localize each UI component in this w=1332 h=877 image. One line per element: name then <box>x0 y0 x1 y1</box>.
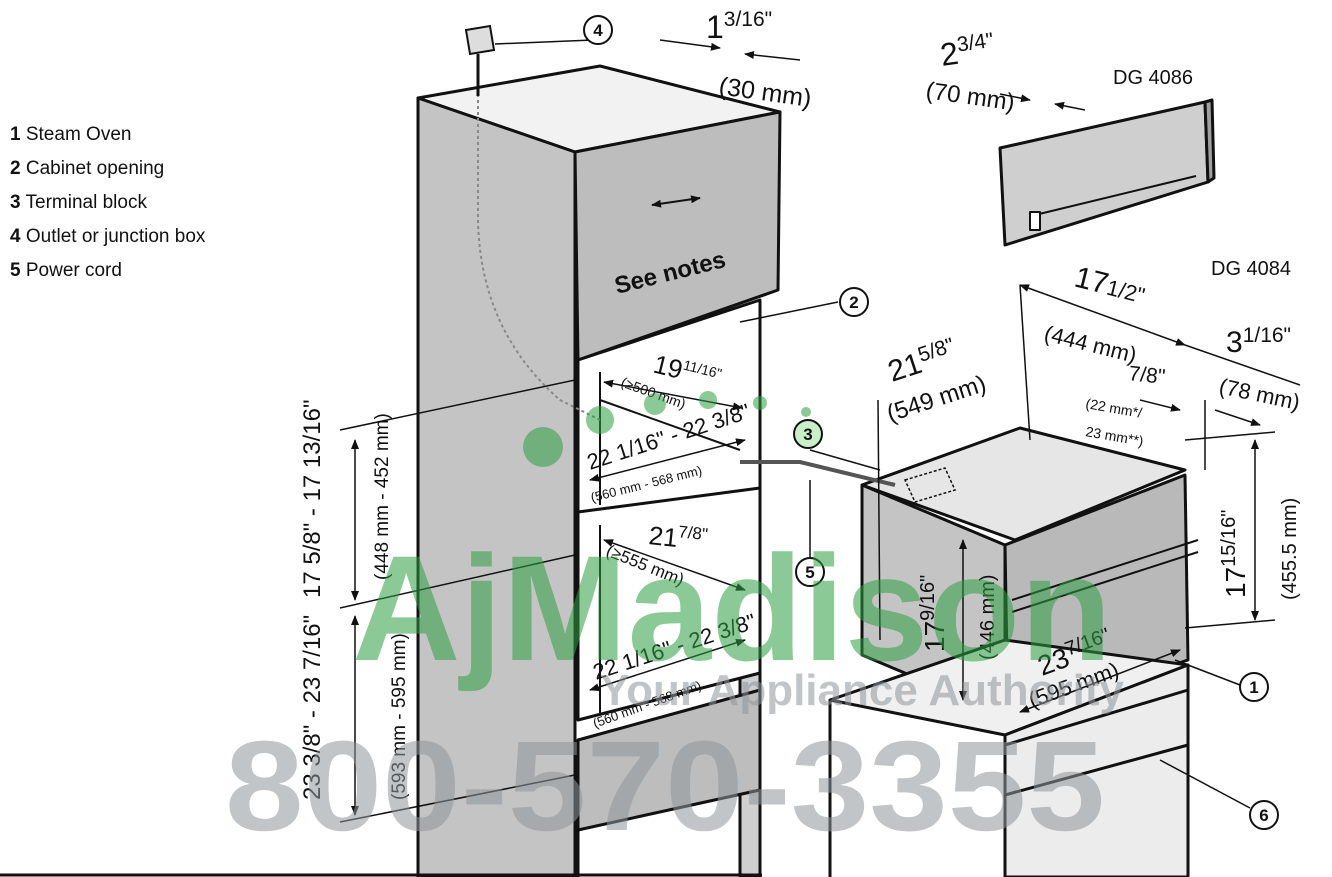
watermark-dots <box>523 391 811 467</box>
svg-text:(78 mm): (78 mm) <box>1217 373 1302 414</box>
legend: 1 Steam Oven 2 Cabinet opening 3 Termina… <box>10 124 205 294</box>
power-cord <box>740 460 896 487</box>
dim-lower-height: 23 3/8" - 23 7/16" (593 mm - 595 mm) <box>299 615 410 800</box>
svg-text:23 3/8" - 23 7/16": 23 3/8" - 23 7/16" <box>299 615 326 800</box>
legend-number: 1 <box>10 124 21 145</box>
legend-label: Power cord <box>25 260 122 281</box>
svg-text:17 5/8" - 17 13/16": 17 5/8" - 17 13/16" <box>299 399 326 598</box>
dim-front-thickness: 7/8" (22 mm*/ 23 mm**) <box>1084 362 1166 449</box>
terminal-block <box>903 467 957 503</box>
tall-cabinet <box>416 64 782 877</box>
svg-text:31/16": 31/16" <box>1226 324 1291 359</box>
svg-text:(70 mm): (70 mm) <box>924 77 1016 116</box>
svg-text:(455.5 mm): (455.5 mm) <box>1279 498 1301 600</box>
svg-text:4: 4 <box>593 21 603 40</box>
dim-side-offset: 31/16" (78 mm) <box>1217 324 1302 415</box>
svg-text:13/16": 13/16" <box>706 8 772 45</box>
legend-label: Outlet or junction box <box>25 226 206 247</box>
watermark: AjMadison Your Appliance Authority 800-5… <box>225 391 1124 858</box>
svg-text:2: 2 <box>849 293 858 312</box>
legend-item: 5 Power cord <box>10 260 205 281</box>
upper-door <box>573 110 782 362</box>
svg-text:(446 mm): (446 mm) <box>977 574 999 660</box>
legend-number: 5 <box>10 260 21 281</box>
model-dg4086: DG 4086 <box>1113 67 1193 89</box>
callout-1: 1 <box>1239 672 1269 702</box>
legend-label: Steam Oven <box>25 124 132 145</box>
cabinet-side-panel <box>416 96 577 877</box>
dimension-lines <box>339 39 1301 823</box>
power-cord-route <box>477 70 601 421</box>
dim-oven-body-height: 179/16" (446 mm) <box>917 574 999 660</box>
svg-text:217/8": 217/8" <box>647 519 709 556</box>
svg-text:6: 6 <box>1259 806 1268 825</box>
dim-oven-front-height: 1715/16" (455.5 mm) <box>1218 498 1301 600</box>
callout-6: 6 <box>1249 800 1279 830</box>
outlet-box <box>464 24 496 96</box>
callout-2: 2 <box>839 287 869 317</box>
dim-top-offset: 13/16" (30 mm) <box>706 8 813 113</box>
watermark-brand: AjMadison <box>352 524 1112 692</box>
legend-item: 4 Outlet or junction box <box>10 226 205 247</box>
legend-number: 3 <box>10 192 21 213</box>
callout-5: 5 <box>795 557 825 587</box>
svg-text:(22 mm*/: (22 mm*/ <box>1084 395 1143 421</box>
callout-3: 3 <box>793 419 823 449</box>
legend-item: 1 Steam Oven <box>10 124 205 145</box>
dim-oven-depth: 215/8" (549 mm) <box>884 334 990 428</box>
svg-text:1911/16": 1911/16" <box>651 349 724 395</box>
svg-text:1715/16": 1715/16" <box>1218 510 1251 598</box>
svg-text:7/8": 7/8" <box>1127 362 1166 389</box>
legend-label: Cabinet opening <box>25 158 165 179</box>
svg-text:179/16": 179/16" <box>917 575 950 652</box>
shelf-divider <box>577 486 761 514</box>
watermark-phone: 800-570-3355 <box>225 715 1105 858</box>
legend-label: Terminal block <box>25 192 147 213</box>
svg-text:(448 mm - 452 mm): (448 mm - 452 mm) <box>372 413 393 580</box>
svg-text:(444 mm): (444 mm) <box>1042 321 1139 368</box>
svg-text:171/2": 171/2" <box>1071 261 1149 310</box>
model-dg4084: DG 4084 <box>1211 258 1291 280</box>
svg-text:1: 1 <box>1249 678 1258 697</box>
watermark-tagline: Your Appliance Authority <box>600 666 1124 715</box>
slide-arrow <box>651 195 701 208</box>
dim-oven-width-top: 171/2" (444 mm) <box>1042 261 1149 368</box>
oven-front-dg4086 <box>998 98 1216 247</box>
legend-item: 3 Terminal block <box>10 192 205 213</box>
svg-text:23/4": 23/4" <box>938 29 997 73</box>
svg-text:5: 5 <box>805 563 814 582</box>
callout-4: 4 <box>583 15 613 45</box>
svg-text:3: 3 <box>803 425 812 444</box>
dim-front-depth: 23/4" (70 mm) <box>924 29 1016 117</box>
dim-upper-height: 17 5/8" - 17 13/16" (448 mm - 452 mm) <box>299 399 393 598</box>
legend-number: 4 <box>10 226 21 247</box>
svg-text:(593 mm - 595 mm): (593 mm - 595 mm) <box>389 633 410 800</box>
legend-number: 2 <box>10 158 21 179</box>
oven-top <box>860 426 1187 542</box>
legend-item: 2 Cabinet opening <box>10 158 205 179</box>
